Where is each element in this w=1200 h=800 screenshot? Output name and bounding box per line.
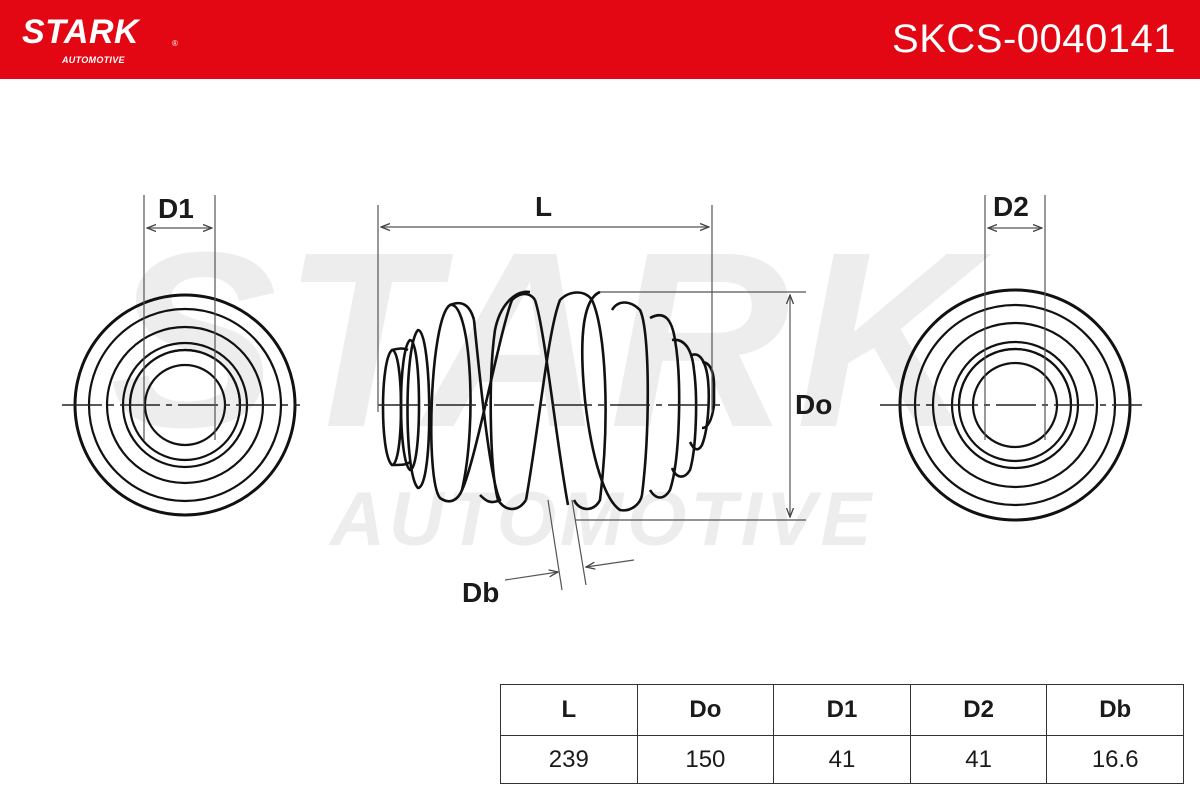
- spec-header-d1: D1: [773, 684, 911, 736]
- registered-mark: ®: [172, 39, 178, 48]
- spec-value-do: 150: [636, 735, 774, 784]
- spec-value-row: 239 150 41 41 16.6: [501, 735, 1184, 784]
- spec-value-d2: 41: [909, 735, 1047, 784]
- label-d2: D2: [993, 191, 1029, 222]
- spec-header-row: L Do D1 D2 Db: [500, 684, 1184, 736]
- label-l: L: [535, 191, 553, 222]
- part-number: SKCS-0040141: [892, 17, 1176, 61]
- brand-logo: STARK ® AUTOMOTIVE: [22, 12, 182, 68]
- spec-header-d2: D2: [909, 684, 1047, 736]
- spec-header-db: Db: [1046, 684, 1184, 736]
- spec-value-l: 239: [548, 745, 589, 773]
- d2-dimension: [880, 195, 1142, 440]
- spec-value-d1: 41: [773, 735, 911, 784]
- spring-dimensions: [377, 205, 806, 591]
- logo-wordmark: STARK: [22, 13, 140, 51]
- label-do: Do: [795, 389, 833, 420]
- spec-header-do: Do: [636, 684, 774, 736]
- logo-subtitle: AUTOMOTIVE: [62, 55, 125, 65]
- label-db: Db: [462, 577, 500, 608]
- spec-header-l: L: [500, 684, 638, 736]
- d1-dimension: [62, 195, 300, 440]
- label-d1: D1: [158, 193, 194, 224]
- header-bar: STARK ® AUTOMOTIVE SKCS-0040141: [0, 0, 1200, 79]
- spec-table: L Do D1 D2 Db 239 150 41 41 16.6: [500, 684, 1184, 784]
- spring-side-view: [381, 290, 716, 512]
- spec-value-db: 16.6: [1046, 735, 1184, 784]
